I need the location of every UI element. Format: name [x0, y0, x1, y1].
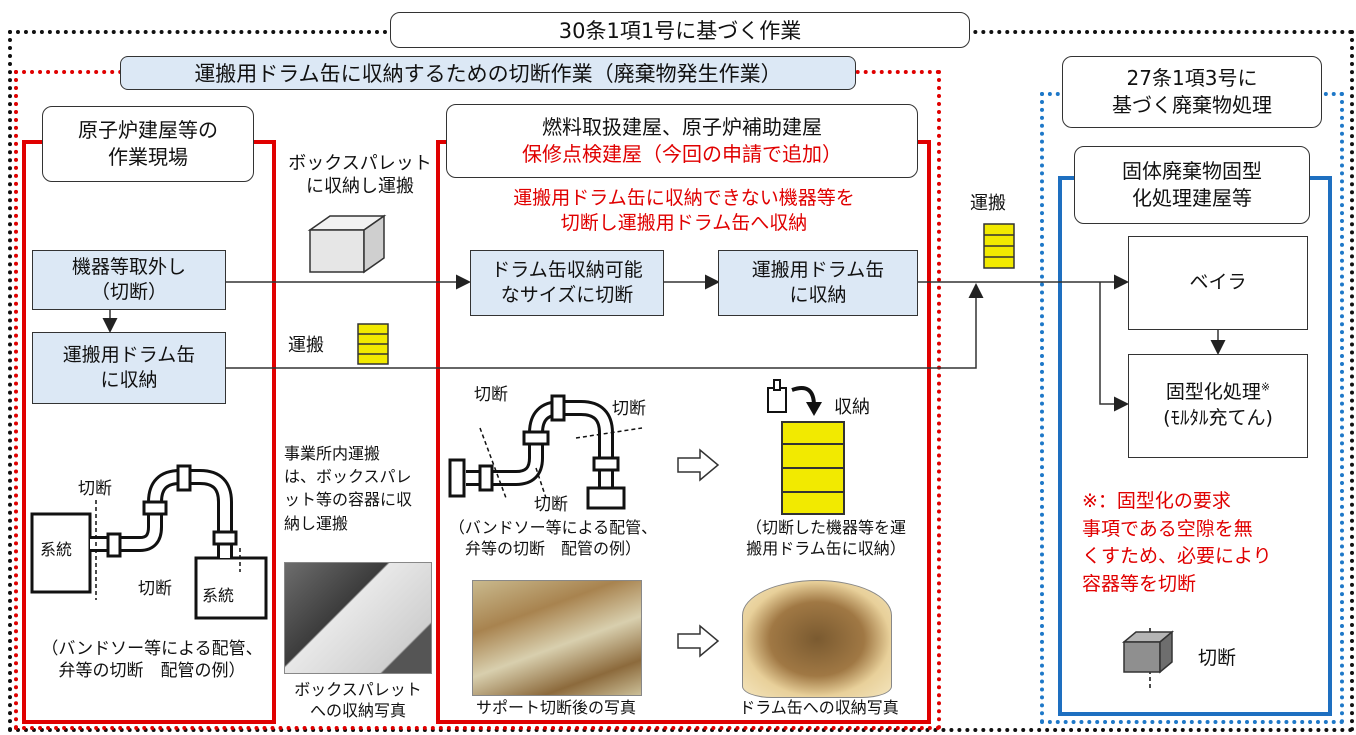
site-step-remove-line2: （切断） — [90, 281, 167, 303]
site-cut-label-top: 切断 — [78, 479, 112, 499]
site-caption-line1: （バンドソー等による配管、 — [41, 639, 263, 659]
cutting-work-title-text: 運搬用ドラム缶に収納するための切断作業（廃棄物発生作業） — [194, 62, 782, 86]
solidify-note-line2: 事項である空隙を無 — [1082, 517, 1253, 540]
site-title: 原子炉建屋等の 作業現場 — [42, 106, 254, 182]
waste-cut-label: 切断 — [1198, 647, 1237, 669]
site-pipe-icon — [30, 464, 268, 620]
middle-drum-icon — [357, 323, 389, 365]
solidify-line1: 固型化処理 — [1165, 381, 1261, 404]
building-cut-c: 切断 — [534, 495, 568, 515]
drum-storage-photo-caption: ドラム缶への収納写真 — [739, 698, 899, 717]
solidify-note: ※：固型化の要求 事項である空隙を無 くすため、必要により 容器等を切断 — [1082, 488, 1312, 598]
building-pipe-caption-line2: 弁等の切断 配管の例） — [464, 538, 641, 558]
site-cut-label-bottom: 切断 — [138, 579, 172, 599]
support-cut-photo-caption: サポート切断後の写真 — [475, 698, 636, 717]
building-pipe-icon — [448, 394, 643, 510]
baler-box: ベイラ — [1128, 236, 1308, 330]
drum-caption-line2: 搬用ドラム缶に収納） — [746, 538, 906, 558]
facility-title-line1: 固体廃棄物固型 — [1122, 159, 1262, 183]
box-pallet-caption-line2: への収納写真 — [309, 700, 406, 720]
onsite-line4: 納し運搬 — [284, 513, 349, 533]
building-title-line2: 保修点検建屋（今回の申請で追加） — [522, 142, 842, 166]
building-pipe-caption-line1: （バンドソー等による配管、 — [448, 518, 658, 537]
waste-title-line1: 27条1項3号に — [1126, 66, 1258, 90]
solidify-mark: ※ — [1260, 381, 1271, 395]
box-pallet-photo — [284, 562, 432, 674]
building-title: 燃料取扱建屋、原子炉補助建屋 保修点検建屋（今回の申請で追加） — [446, 104, 918, 178]
building-step-cut-line1: ドラム缶収納可能 — [491, 259, 643, 282]
building-step-store: 運搬用ドラム缶 に収納 — [718, 250, 918, 316]
hollow-arrow-icon-1 — [677, 448, 720, 482]
arrow-drum-to-main — [226, 283, 984, 369]
building-step-cut-line2: なサイズに切断 — [500, 284, 634, 306]
box-pallet-photo-caption: ボックスパレット への収納写真 — [284, 680, 432, 722]
building-step-cut: ドラム缶収納可能 なサイズに切断 — [470, 250, 664, 316]
cut-block-icon — [1121, 628, 1175, 690]
onsite-line3: ット等の容器に収 — [284, 490, 413, 510]
arrow-branch-to-solidify — [1099, 282, 1129, 412]
store-icon — [767, 379, 822, 416]
site-step-drum-line1: 運搬用ドラム缶 — [62, 344, 196, 367]
site-system-left: 系統 — [40, 540, 73, 559]
support-cut-photo — [472, 580, 642, 696]
solidify-line2: (ﾓﾙﾀﾙ充てん) — [1163, 407, 1273, 429]
building-step-store-line2: に収納 — [789, 284, 847, 306]
waste-treatment-title: 27条1項3号に 基づく廃棄物処理 — [1062, 56, 1322, 128]
site-system-right: 系統 — [202, 586, 235, 605]
right-transport-label: 運搬 — [970, 193, 1006, 214]
solidify-box: 固型化処理※ (ﾓﾙﾀﾙ充てん) — [1128, 354, 1308, 458]
box-pallet-line1: ボックスパレット — [288, 153, 432, 174]
right-drum-icon — [983, 223, 1015, 269]
site-title-line1: 原子炉建屋等の — [78, 118, 218, 142]
outer-work-title: 30条1項1号に基づく作業 — [390, 12, 970, 48]
site-title-line2: 作業現場 — [108, 145, 188, 169]
cutting-work-title: 運搬用ドラム缶に収納するための切断作業（廃棄物発生作業） — [120, 56, 856, 90]
building-cut-b: 切断 — [612, 399, 646, 419]
building-step-store-line1: 運搬用ドラム缶 — [751, 259, 885, 282]
building-cut-a: 切断 — [474, 385, 508, 405]
box-pallet-caption-line1: ボックスパレット — [294, 680, 422, 699]
hollow-arrow-icon-2 — [677, 624, 720, 658]
baler-label: ベイラ — [1189, 271, 1247, 294]
outer-work-title-text: 30条1項1号に基づく作業 — [558, 19, 802, 43]
building-pipe-caption: （バンドソー等による配管、 弁等の切断 配管の例） — [440, 518, 666, 560]
facility-title-line2: 化処理建屋等 — [1132, 186, 1252, 210]
box-pallet-line2: に収納し運搬 — [306, 176, 414, 198]
big-drum-icon — [781, 421, 845, 515]
drum-caption-line1: （切断した機器等を運 — [745, 518, 906, 537]
onsite-transport-note: 事業所内運搬 は、ボックスパレ ット等の容器に収 納し運搬 — [284, 442, 436, 535]
site-pipe-caption: （バンドソー等による配管、 弁等の切断 配管の例） — [28, 638, 276, 682]
site-step-drum: 運搬用ドラム缶 に収納 — [32, 332, 226, 404]
onsite-line1: 事業所内運搬 — [284, 444, 381, 463]
box-pallet-icon — [307, 214, 387, 274]
site-step-drum-line2: に収納 — [100, 369, 158, 391]
building-note-line1: 運搬用ドラム缶に収納できない機器等を — [513, 187, 855, 209]
site-step-remove-line1: 機器等取外し — [71, 256, 186, 279]
solidify-note-line1: ※：固型化の要求 — [1082, 490, 1231, 512]
onsite-line2: は、ボックスパレ — [284, 467, 412, 487]
site-caption-line2: 弁等の切断 配管の例） — [58, 661, 246, 682]
building-note: 運搬用ドラム缶に収納できない機器等を 切断し運搬用ドラム缶へ収納 — [446, 186, 922, 235]
building-title-line1: 燃料取扱建屋、原子炉補助建屋 — [542, 115, 822, 139]
drum-caption: （切断した機器等を運 搬用ドラム缶に収納） — [730, 518, 922, 560]
site-step-remove: 機器等取外し （切断） — [32, 250, 226, 310]
solidify-note-line3: くすため、必要により — [1082, 545, 1272, 568]
waste-title-line2: 基づく廃棄物処理 — [1112, 93, 1272, 117]
solidify-note-line4: 容器等を切断 — [1082, 572, 1197, 595]
facility-title: 固体廃棄物固型 化処理建屋等 — [1074, 146, 1310, 224]
building-note-line2: 切断し運搬用ドラム缶へ収納 — [560, 211, 808, 234]
box-pallet-label: ボックスパレット に収納し運搬 — [282, 152, 438, 199]
drum-storage-photo — [742, 580, 892, 698]
store-label: 収納 — [834, 397, 870, 418]
middle-transport-label: 運搬 — [288, 335, 324, 356]
